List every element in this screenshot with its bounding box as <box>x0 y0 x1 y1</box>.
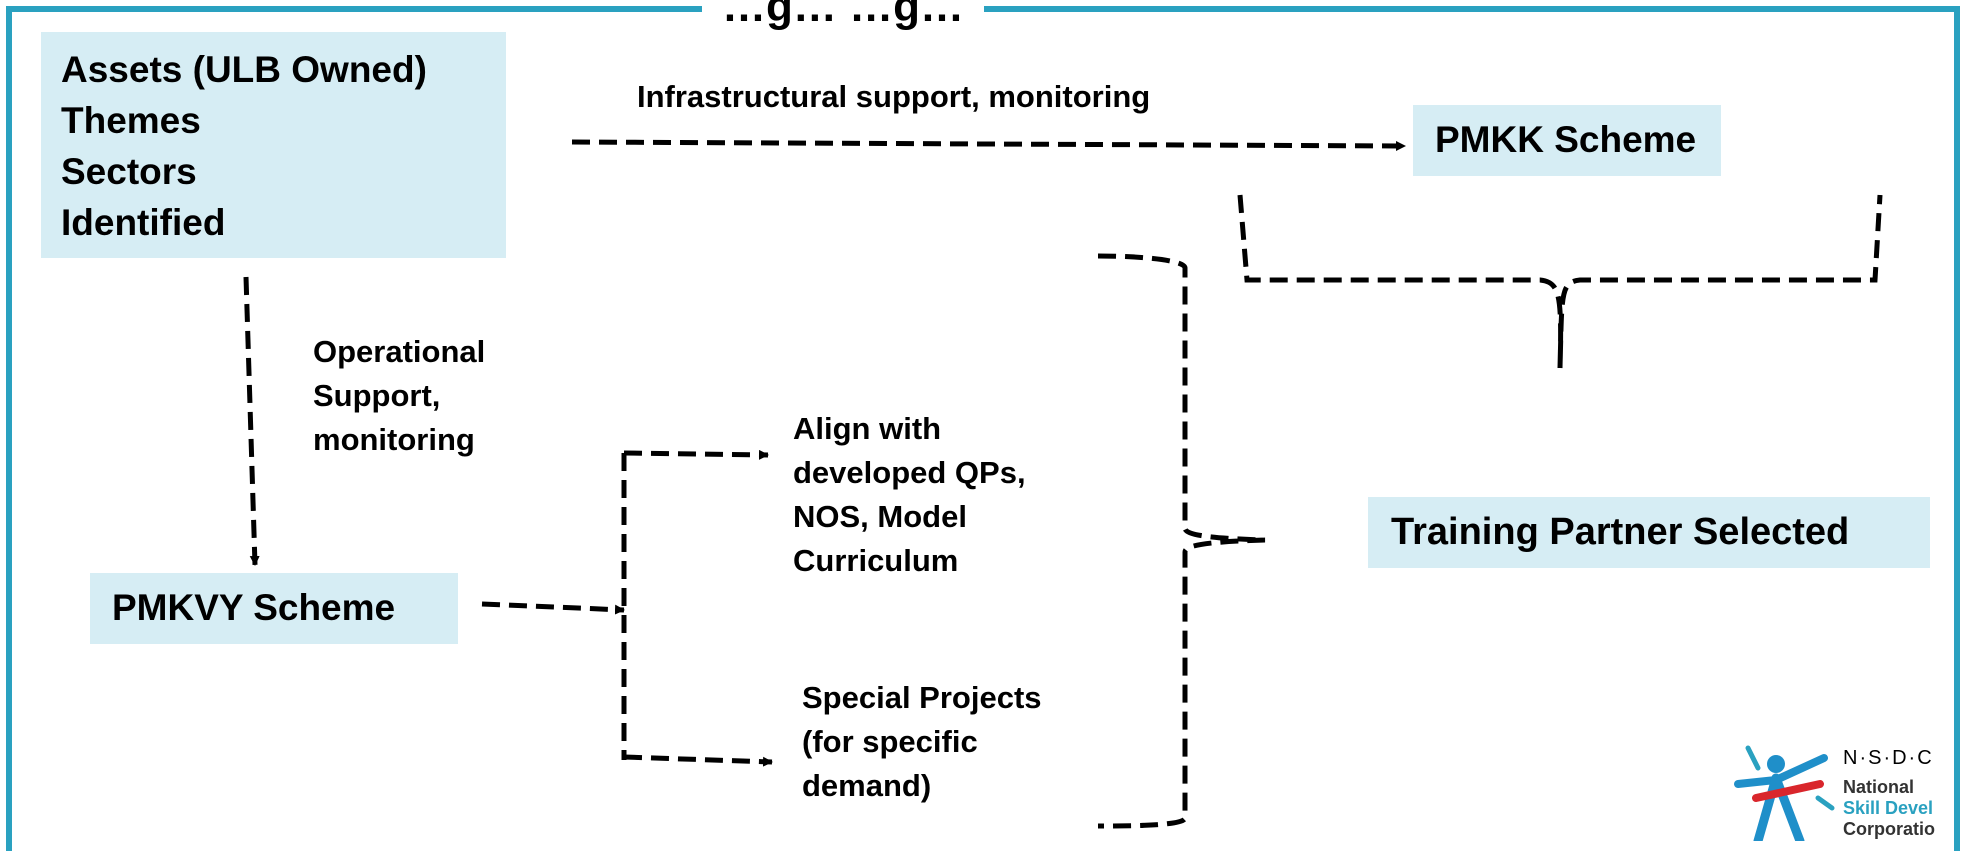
align-activity-label: Align with developed QPs, NOS, Model Cur… <box>793 407 1026 583</box>
arrow-pmkvy-to-branch <box>481 601 625 615</box>
nsdc-line-1: National <box>1843 777 1915 797</box>
operational-edge-label: Operational Support, monitoring <box>313 330 485 462</box>
assets-box: Assets (ULB Owned) Themes Sectors Identi… <box>41 32 506 258</box>
nsdc-abbr: N·S·D·C <box>1843 747 1934 769</box>
pmkvy-scheme-label: PMKVY Scheme <box>112 587 396 628</box>
bracket-activities <box>1097 253 1266 829</box>
pmkvy-scheme-box: PMKVY Scheme <box>90 573 458 644</box>
operational-line-2: Support, <box>313 378 441 413</box>
assets-line-1: Assets (ULB Owned) <box>61 49 427 90</box>
align-line-1: Align with <box>793 411 942 446</box>
special-line-2: (for specific <box>802 724 978 759</box>
operational-line-3: monitoring <box>313 422 475 457</box>
nsdc-figure-icon <box>1734 745 1835 841</box>
bracket-pmkk <box>1237 194 1883 369</box>
training-partner-label: Training Partner Selected <box>1391 511 1850 553</box>
assets-line-2: Themes <box>61 100 201 141</box>
operational-line-1: Operational <box>313 334 486 369</box>
arrow-branch-to-special <box>623 754 773 767</box>
slide-title-fragment: …g… …g… <box>702 0 984 32</box>
special-line-1: Special Projects <box>802 680 1042 715</box>
nsdc-logo: N·S·D·C National Skill Devel Corporatio <box>1728 738 1966 841</box>
diagram-frame: …g… …g… <box>6 0 1960 851</box>
training-partner-box: Training Partner Selected <box>1368 497 1930 568</box>
assets-line-4: Identified <box>61 202 226 243</box>
pmkk-scheme-label: PMKK Scheme <box>1435 119 1697 160</box>
align-line-3: NOS, Model <box>793 499 967 534</box>
nsdc-line-3: Corporatio <box>1843 819 1935 839</box>
special-projects-label: Special Projects (for specific demand) <box>802 676 1042 808</box>
nsdc-line-2: Skill Devel <box>1843 798 1934 818</box>
arrow-assets-to-pmkk <box>571 139 1406 151</box>
infra-edge-label: Infrastructural support, monitoring <box>637 79 1151 114</box>
assets-line-3: Sectors <box>61 151 197 192</box>
arrow-branch-to-align <box>623 449 769 460</box>
align-line-2: developed QPs, <box>793 455 1026 490</box>
special-line-3: demand) <box>802 768 932 803</box>
align-line-4: Curriculum <box>793 543 959 578</box>
arrow-assets-to-pmkvy <box>243 276 260 566</box>
pmkk-scheme-box: PMKK Scheme <box>1413 105 1721 176</box>
